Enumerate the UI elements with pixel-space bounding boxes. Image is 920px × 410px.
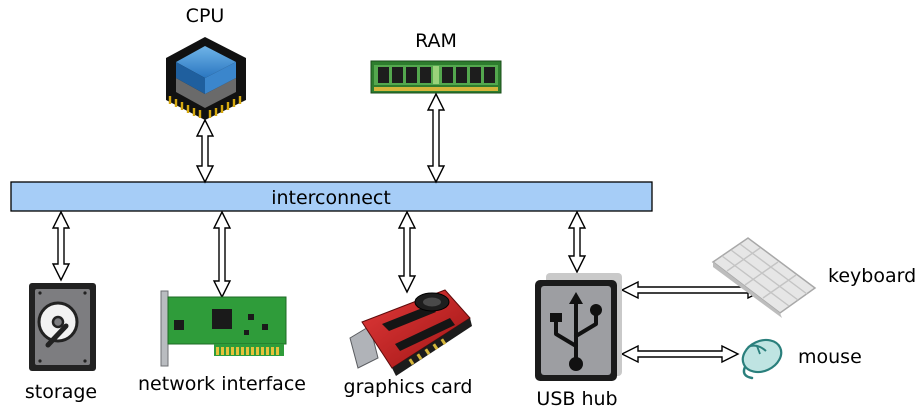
mouse-icon (741, 338, 783, 380)
ram-node: RAM (370, 30, 502, 94)
usb-hub-icon (535, 273, 622, 381)
network-label: network interface (138, 373, 306, 395)
arrow-bus-network (212, 210, 232, 299)
arrow-usb-mouse (620, 344, 740, 364)
arrow-ram-bus (426, 92, 446, 184)
network-node: network interface (138, 290, 306, 395)
arrow-bus-storage (51, 210, 71, 282)
cpu-label: CPU (186, 5, 225, 27)
mouse-node: mouse (741, 338, 862, 380)
arrow-cpu-bus (195, 118, 215, 184)
usb-hub-node: USB hub (535, 273, 622, 410)
ram-module-icon (370, 60, 502, 94)
keyboard-label: keyboard (828, 265, 916, 287)
mouse-label: mouse (798, 346, 862, 368)
arrow-bus-usb (567, 210, 587, 274)
hard-drive-icon (29, 283, 96, 371)
graphics-node: graphics card (344, 289, 473, 398)
usb-hub-label: USB hub (536, 388, 617, 410)
storage-label: storage (25, 381, 97, 403)
interconnect-label: interconnect (271, 187, 391, 209)
keyboard-node: keyboard (711, 237, 916, 318)
cpu-node: CPU (166, 5, 246, 120)
ram-label: RAM (415, 30, 457, 52)
graphics-card-icon (349, 289, 472, 376)
graphics-label: graphics card (344, 376, 473, 398)
storage-node: storage (25, 283, 97, 403)
connections (51, 92, 766, 364)
network-card-icon (160, 290, 287, 367)
interconnect-bus: interconnect (10, 181, 653, 212)
keyboard-icon (711, 237, 817, 318)
cpu-chip-icon (166, 37, 246, 120)
arrow-bus-graphics (397, 210, 417, 294)
